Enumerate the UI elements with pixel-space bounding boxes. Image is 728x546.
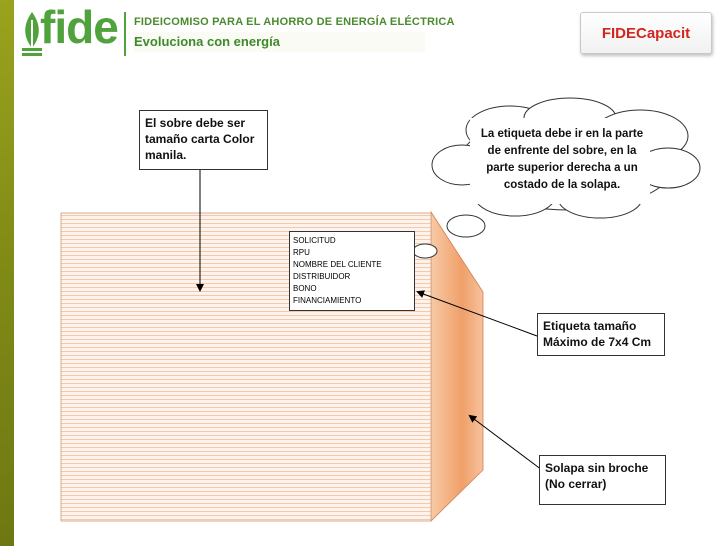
- left-accent-bar: [0, 0, 14, 546]
- flap-note: Solapa sin broche (No cerrar): [539, 455, 666, 505]
- cloud-callout-text: La etiqueta debe ir en la parte de enfre…: [480, 128, 644, 191]
- label-field-solicitud: SOLICITUD: [293, 236, 336, 245]
- cloud-bubble-large: [446, 214, 486, 238]
- cloud-bubble-medium: [412, 243, 438, 259]
- tagline-sub: Evoluciona con energía: [134, 34, 280, 49]
- fidecapacit-badge: FIDECapacit: [580, 12, 712, 54]
- arrow-flap: [468, 414, 543, 471]
- label-field-cliente: NOMBRE DEL CLIENTE: [293, 260, 382, 269]
- envelope-flap: [430, 210, 484, 522]
- envelope-label: SOLICITUD RPU NOMBRE DEL CLIENTE DISTRIB…: [289, 231, 415, 311]
- arrow-label: [416, 290, 538, 337]
- label-field-rpu: RPU: [293, 248, 310, 257]
- label-size-note: Etiqueta tamaño Máximo de 7x4 Cm: [537, 313, 665, 356]
- label-field-distribuidor: DISTRIBUIDOR: [293, 272, 351, 281]
- label-field-financiamiento: FINANCIAMIENTO: [293, 296, 362, 305]
- fide-leaf-logo-icon: [22, 12, 42, 56]
- label-field-bono: BONO: [293, 284, 317, 293]
- envelope-size-note: El sobre debe ser tamaño carta Color man…: [139, 110, 268, 170]
- header-divider: [124, 12, 126, 56]
- fide-logo-word: fide: [40, 1, 119, 53]
- tagline-main: FIDEICOMISO PARA EL AHORRO DE ENERGÍA EL…: [134, 16, 455, 28]
- tagline-background: [133, 32, 425, 52]
